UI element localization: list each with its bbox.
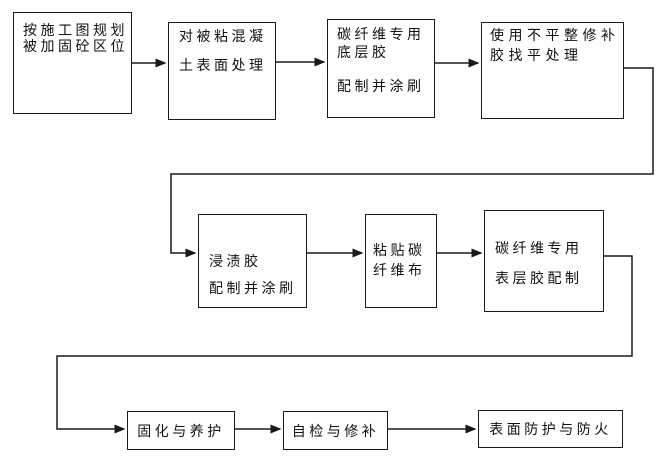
step-text-line: 固化与养护 bbox=[137, 423, 225, 440]
flow-step-plan-area: 按施工图规划 被加固砼区位 bbox=[13, 12, 132, 114]
step-text-line: 表面防护与防火 bbox=[489, 422, 612, 438]
step-text-line: 碳纤维专用 bbox=[337, 27, 425, 43]
step-text-line: 配制并涂刷 bbox=[337, 79, 425, 95]
flow-step-curing: 固化与养护 bbox=[127, 411, 235, 450]
flow-step-primer-adhesive: 碳纤维专用 底层胶 配制并涂刷 bbox=[327, 19, 435, 118]
step-text-line: 浸渍胶 bbox=[209, 254, 262, 270]
flow-step-leveling-treatment: 使用不平整修补 胶找平处理 bbox=[481, 22, 624, 119]
flow-step-impregnation-glue: 浸渍胶 配制并涂刷 bbox=[198, 214, 307, 308]
step-text-line: 自检与修补 bbox=[291, 423, 380, 440]
step-text-line: 配制并涂刷 bbox=[209, 281, 297, 297]
step-text-line: 使用不平整修补 bbox=[490, 28, 620, 44]
step-text-line: 胶找平处理 bbox=[490, 48, 583, 64]
step-text-line: 被加固砼区位 bbox=[23, 38, 128, 55]
flow-step-paste-cfrp-sheet: 粘贴碳 纤维布 bbox=[365, 214, 437, 308]
step-text-line: 底层胶 bbox=[337, 45, 390, 61]
step-text-line: 碳纤维专用 bbox=[495, 241, 583, 257]
step-text-line: 对被粘混凝 bbox=[179, 29, 267, 45]
step-text-line: 粘贴碳 bbox=[373, 243, 426, 259]
step-text-line: 表层胶配制 bbox=[495, 271, 583, 287]
flow-step-surface-treatment: 对被粘混凝 土表面处理 bbox=[168, 22, 276, 120]
step-text-line: 纤维布 bbox=[373, 263, 426, 279]
step-text-line: 土表面处理 bbox=[179, 58, 267, 74]
flow-step-topcoat-adhesive: 碳纤维专用 表层胶配制 bbox=[484, 210, 604, 312]
step-text-line: 按施工图规划 bbox=[23, 23, 128, 39]
flow-step-self-inspection: 自检与修补 bbox=[283, 411, 388, 450]
flow-step-surface-protection: 表面防护与防火 bbox=[478, 410, 623, 448]
